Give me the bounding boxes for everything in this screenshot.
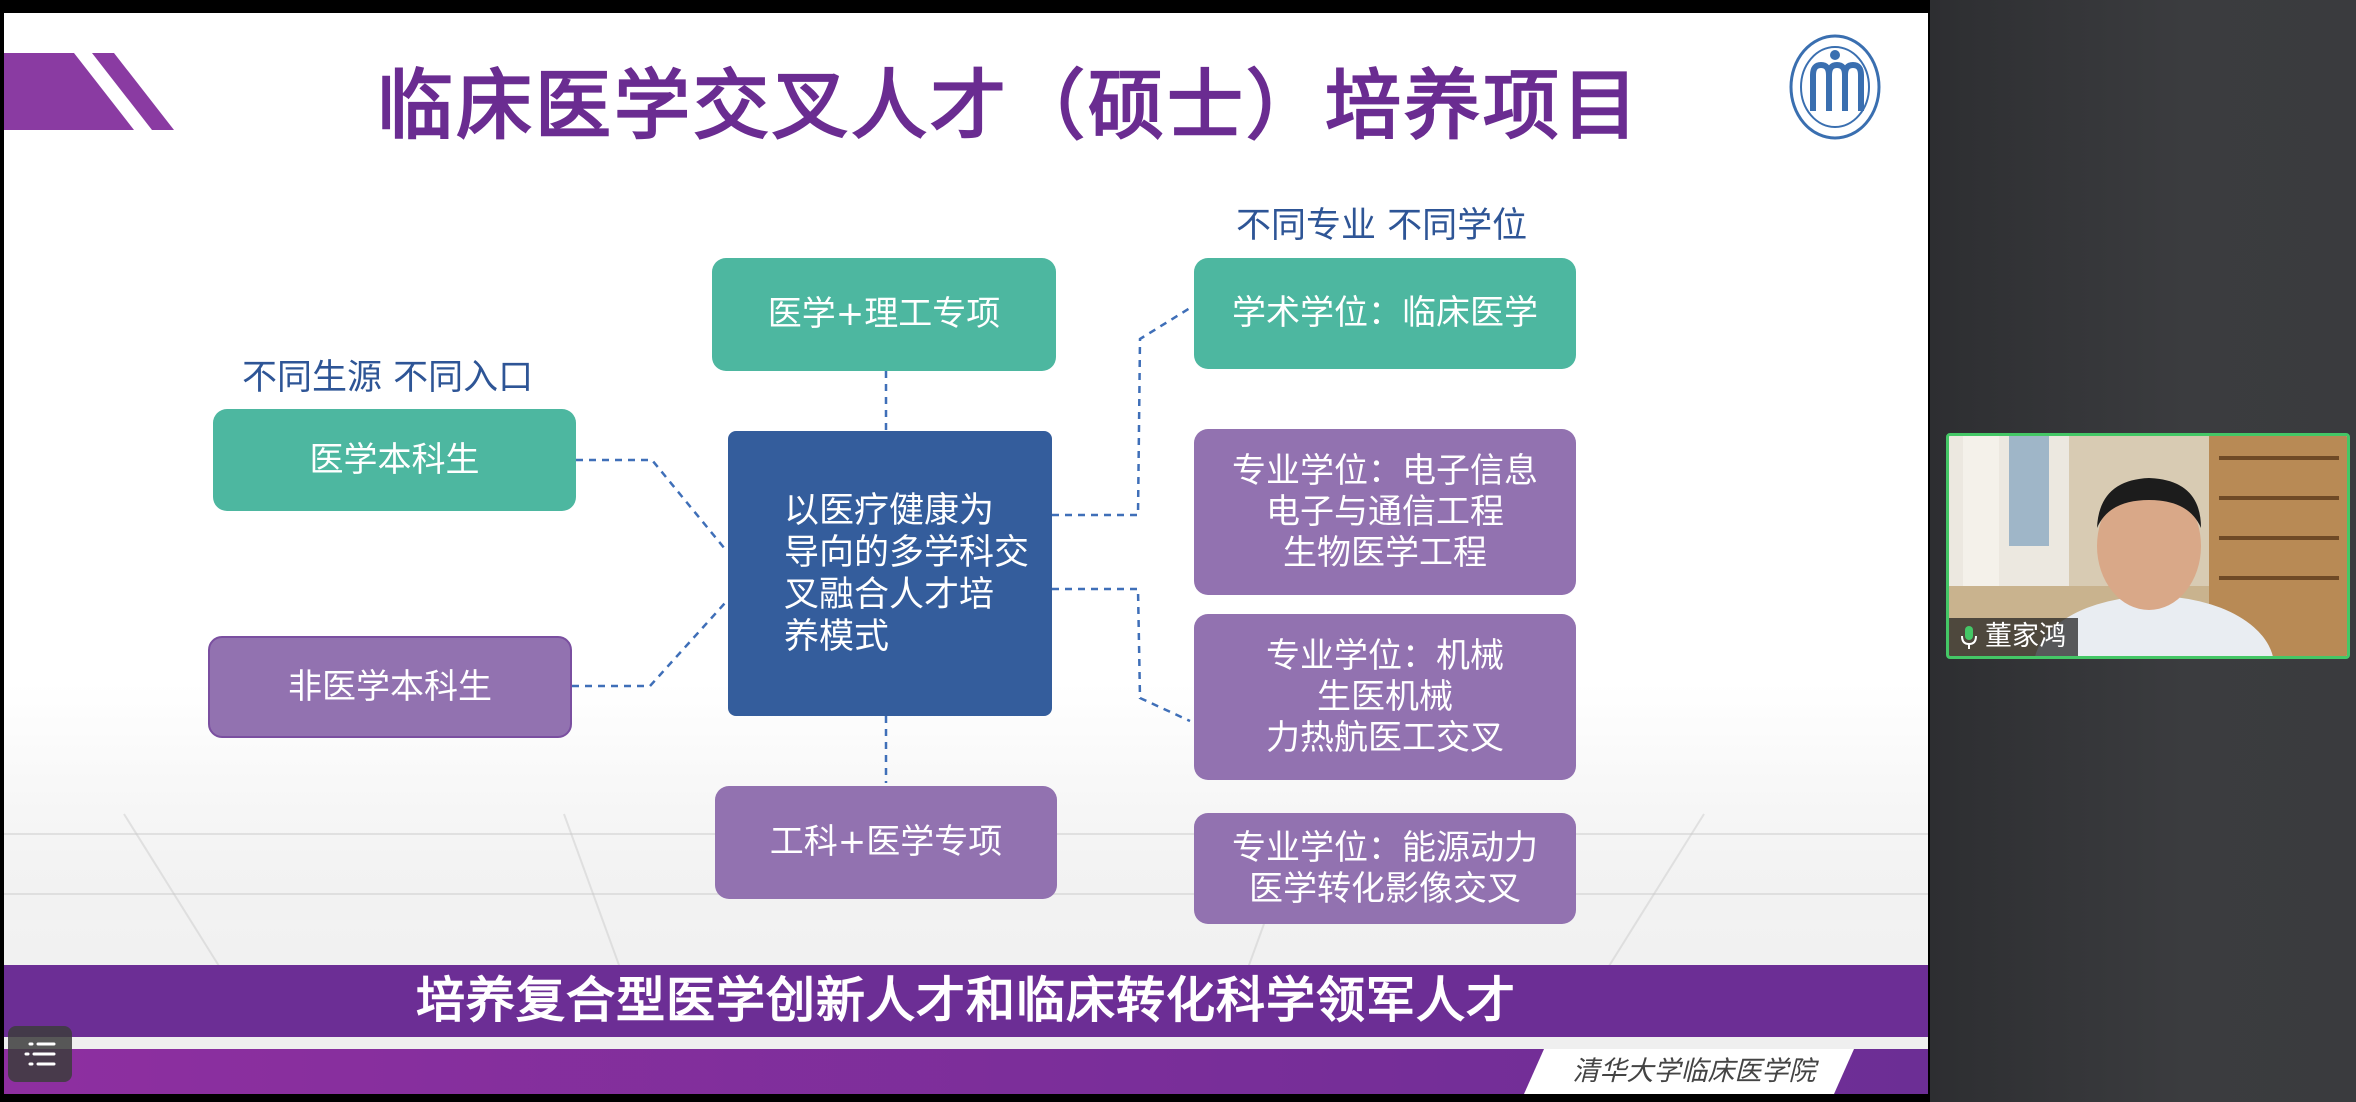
box-line: 专业学位：电子信息 xyxy=(1232,450,1538,491)
participant-video-tile[interactable]: 董家鸿 xyxy=(1946,433,2350,659)
school-name-label: 清华大学临床医学院 xyxy=(1572,1056,1816,1087)
box-line: 电子与通信工程 xyxy=(1266,491,1504,532)
center-line: 导向的多学科交 xyxy=(784,532,1030,573)
box-line: 医学转化影像交叉 xyxy=(1249,868,1521,909)
slogan-banner: 培养复合型医学创新人才和临床转化科学领军人才 xyxy=(4,965,1928,1037)
box-center-training-model: 以医疗健康为 导向的多学科交 叉融合人才培 养模式 xyxy=(728,431,1052,716)
university-logo xyxy=(1789,34,1881,140)
footer-label-background xyxy=(1524,1049,1854,1094)
box-professional-mechanical: 专业学位：机械 生医机械 力热航医工交叉 xyxy=(1194,614,1576,780)
left-caption: 不同生源 不同入口 xyxy=(242,358,534,398)
participant-name-tag: 董家鸿 xyxy=(1949,618,2078,656)
list-icon[interactable] xyxy=(8,1026,72,1082)
box-line: 专业学位：能源动力 xyxy=(1232,827,1538,868)
right-caption: 不同专业 不同学位 xyxy=(1236,206,1528,246)
slide-title: 临床医学交叉人才（硕士）培养项目 xyxy=(377,61,1641,150)
participant-name: 董家鸿 xyxy=(1985,621,2066,652)
presentation-slide: 临床医学交叉人才（硕士）培养项目 不同生源 不同入口 不同专业 不同学位 xyxy=(4,13,1928,1094)
box-line: 力热航医工交叉 xyxy=(1266,717,1504,758)
box-engineering-medicine: 工科+医学专项 xyxy=(715,786,1057,899)
title-corner-decoration xyxy=(4,53,174,130)
box-line: 生物医学工程 xyxy=(1283,532,1487,573)
box-line: 专业学位：机械 xyxy=(1266,635,1504,676)
microphone-icon xyxy=(1961,626,1977,649)
box-academic-degree: 学术学位：临床医学 xyxy=(1194,258,1576,369)
box-medical-undergrad: 医学本科生 xyxy=(213,409,576,511)
box-line: 生医机械 xyxy=(1317,676,1453,717)
box-professional-energy: 专业学位：能源动力 医学转化影像交叉 xyxy=(1194,813,1576,924)
center-line: 养模式 xyxy=(784,616,890,657)
screen-share-area: 临床医学交叉人才（硕士）培养项目 不同生源 不同入口 不同专业 不同学位 xyxy=(4,13,1928,1094)
center-line: 以医疗健康为 xyxy=(784,490,995,531)
box-non-medical-undergrad: 非医学本科生 xyxy=(208,636,572,738)
box-medicine-science-engineering: 医学+理工专项 xyxy=(712,258,1056,371)
center-line: 叉融合人才培 xyxy=(784,574,995,615)
box-professional-electronics: 专业学位：电子信息 电子与通信工程 生物医学工程 xyxy=(1194,429,1576,595)
